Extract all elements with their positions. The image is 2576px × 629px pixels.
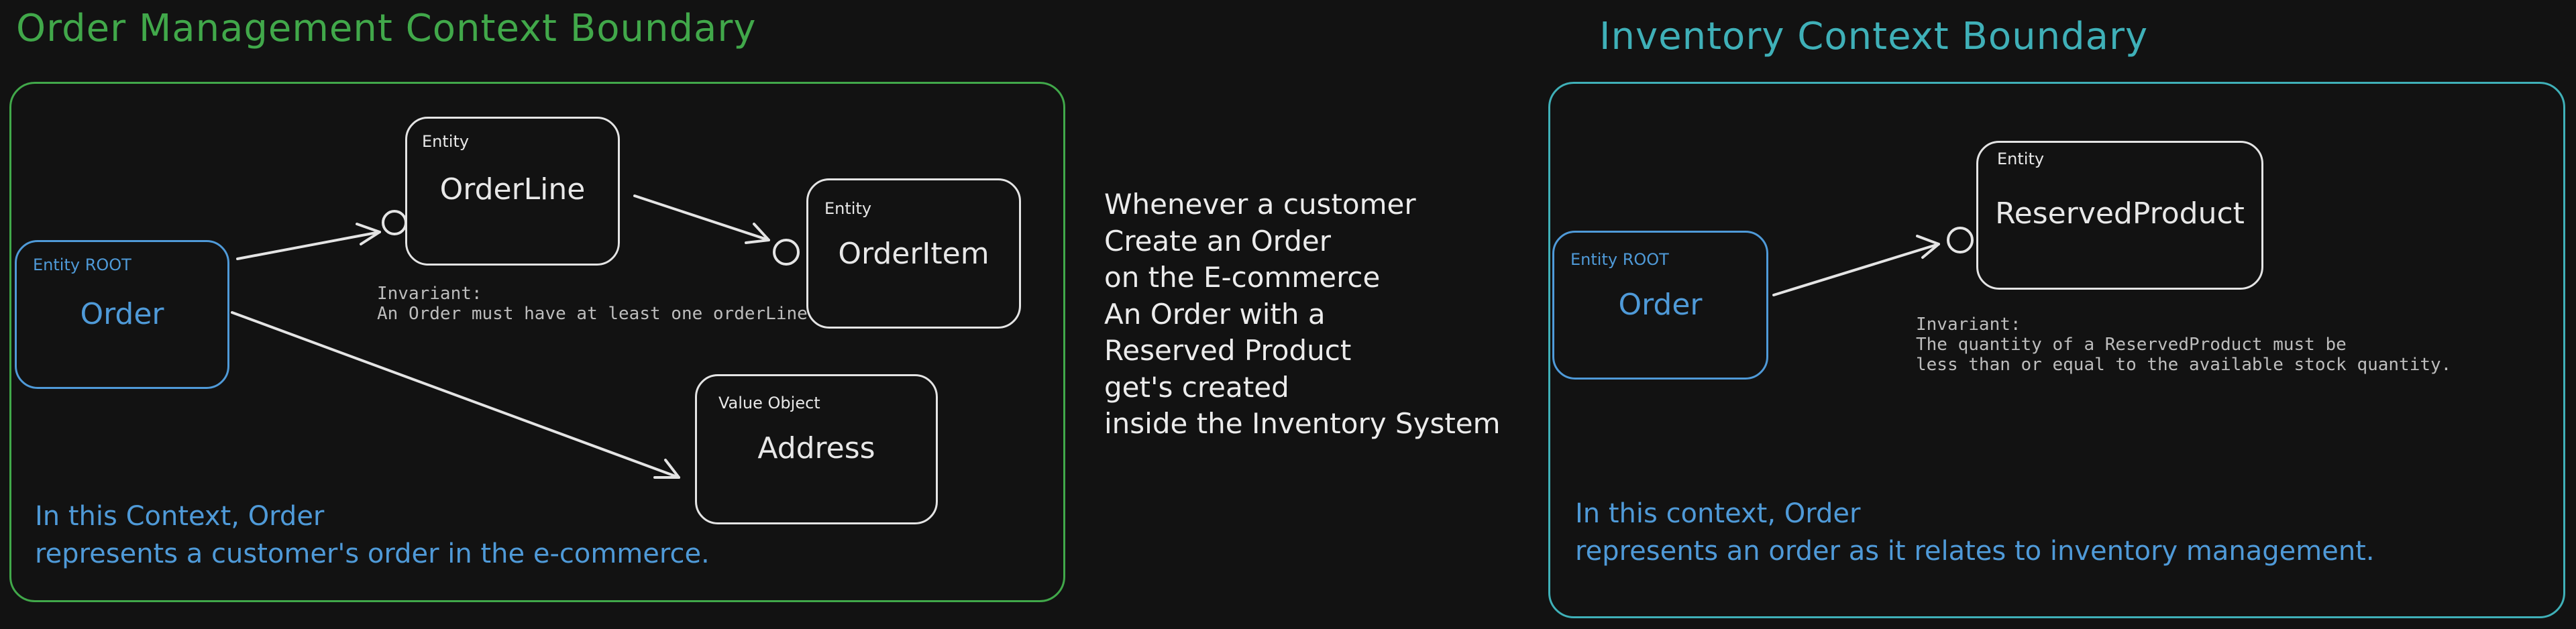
inventory-context-boundary (1548, 82, 2565, 618)
orderline-to-orderitem-arrow (633, 194, 770, 241)
orderitem-name: OrderItem (838, 237, 989, 271)
order-invariant-text: An Order must have at least one orderLin… (377, 304, 808, 324)
order-to-orderline-arrow (236, 231, 381, 260)
order-context-description-line2: represents a customer's order in the e-c… (35, 538, 710, 569)
orderline-to-orderitem-arrowhead (745, 223, 770, 244)
order-root-name: Order (80, 297, 164, 331)
inventory-order-to-reserved-product-arrowhead (1916, 235, 1940, 259)
reserved-product-name: ReservedProduct (1995, 196, 2245, 231)
order-context-title: Order Management Context Boundary (16, 7, 757, 50)
orderline-name: OrderLine (439, 172, 586, 207)
order-context-boundary (9, 82, 1065, 602)
inventory-order-root-tag: Entity ROOT (1570, 250, 1669, 269)
orderline-port-circle (382, 210, 407, 235)
inventory-order-to-reserved-product-arrow (1772, 243, 1940, 296)
reserved-product-port-circle (1947, 227, 1974, 253)
address-tag: Value Object (718, 394, 820, 412)
orderitem-entity[interactable]: Entity OrderItem (806, 178, 1021, 329)
inventory-invariant-line2: less than or equal to the available stoc… (1916, 355, 2452, 375)
address-value-object[interactable]: Value Object Address (695, 374, 938, 524)
order-invariant-label: Invariant: (377, 284, 482, 304)
reserved-product-entity[interactable]: Entity ReservedProduct (1976, 141, 2263, 290)
inventory-order-root-entity[interactable]: Entity ROOT Order (1552, 231, 1768, 380)
middle-note-line-7: inside the Inventory System (1104, 407, 1501, 440)
orderitem-port-circle (773, 239, 800, 266)
reserved-product-tag: Entity (1997, 150, 2045, 168)
orderline-entity[interactable]: Entity OrderLine (405, 117, 620, 266)
orderitem-tag: Entity (824, 199, 872, 218)
order-root-entity[interactable]: Entity ROOT Order (15, 240, 229, 389)
middle-note-line-2: Create an Order (1104, 225, 1331, 258)
middle-note-line-4: An Order with a (1104, 298, 1326, 331)
inventory-invariant-label: Invariant: (1916, 314, 2021, 335)
inventory-invariant-line1: The quantity of a ReservedProduct must b… (1916, 335, 2347, 355)
inventory-context-title: Inventory Context Boundary (1599, 15, 2149, 58)
inventory-context-description-line2: represents an order as it relates to inv… (1575, 536, 2375, 567)
middle-note-line-3: on the E-commerce (1104, 261, 1381, 294)
order-root-tag: Entity ROOT (33, 255, 131, 274)
middle-note-line-5: Reserved Product (1104, 334, 1352, 367)
order-to-orderline-arrowhead (356, 223, 381, 245)
orderline-tag: Entity (422, 132, 470, 151)
order-to-address-arrowhead (653, 459, 680, 479)
inventory-order-root-name: Order (1618, 288, 1703, 322)
address-name: Address (757, 431, 875, 465)
order-context-description-line1: In this Context, Order (35, 501, 325, 532)
order-to-address-arrow (231, 311, 680, 479)
inventory-context-description-line1: In this context, Order (1575, 498, 1861, 529)
middle-note-line-6: get's created (1104, 371, 1289, 404)
middle-note-line-1: Whenever a customer (1104, 188, 1416, 221)
